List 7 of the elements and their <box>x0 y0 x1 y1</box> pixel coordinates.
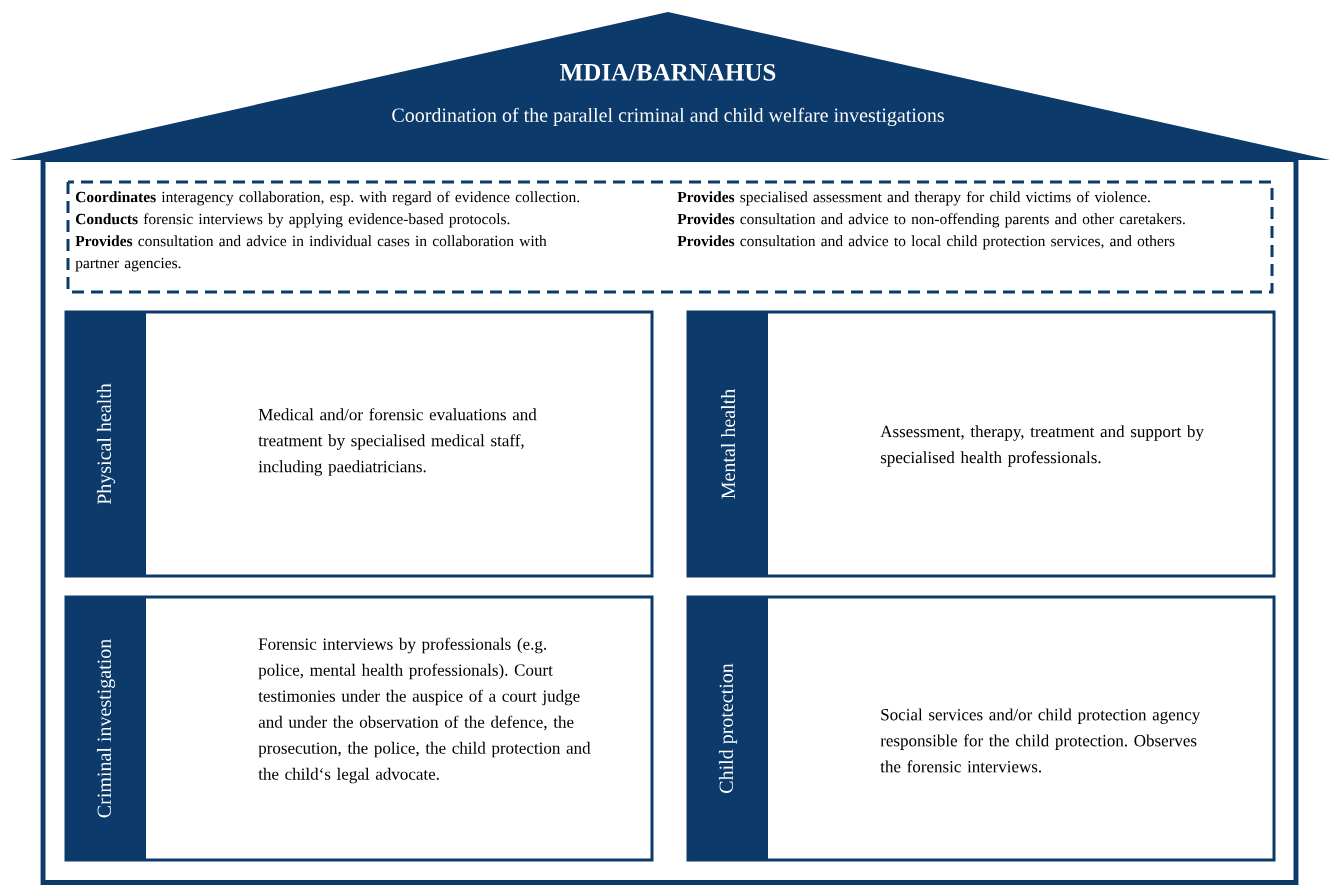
panel: Criminal investigation Forensic interviews by professionals (e.g. police, mental health professionals). Court testimonies under the auspice of a court judge and under the observation of the defence, the prosecution, the police, the child protection and the child‘s legal advocate. <box>64 595 654 862</box>
panel: Physical health Medical and/or forensic evaluations and treatment by specialised medical staff, including paediatricians. <box>64 310 654 578</box>
house-wall-frame <box>40 157 1299 885</box>
panel: Mental health Assessment, therapy, treatment and support by specialised health professionals. <box>686 310 1276 578</box>
roof: MDIA/BARNAHUS Coordination of the parallel criminal and child welfare investigations <box>10 12 1330 160</box>
panel: Child protection Social services and/or child protection agency responsible for the child protection. Observes the forensic interviews. <box>686 595 1276 862</box>
dashed-box: Coordinates interagency collaboration, esp. with regard of evidence collection. Conducts forensic interviews by applying evidence-based protocols. Provides consultation and advice in individual cases in collaboration with partner agencies. Provides specialised assessment and therapy for child victims of violence. Provides consultation and advice to non-offending parents and other caretakers. Provides consultation and advice to local child protection services, and others <box>66 180 1274 294</box>
